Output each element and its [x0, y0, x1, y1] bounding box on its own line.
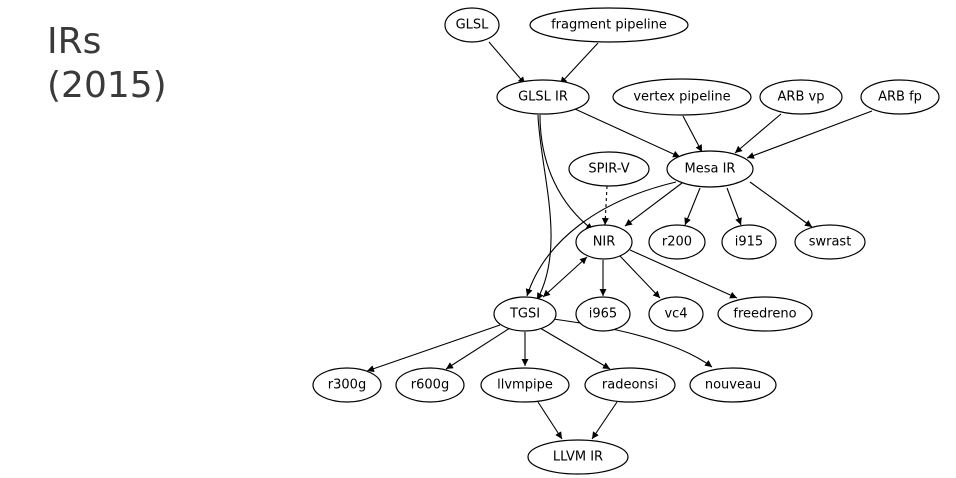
node-arb-vp: ARB vp: [759, 79, 843, 115]
node-i915: i915: [721, 224, 777, 260]
edge-arb-vp-to-mesa-ir: [734, 113, 782, 154]
edge-tgsi-to-r600g: [445, 327, 511, 370]
edge-vertex-pipeline-to-mesa-ir: [682, 115, 703, 153]
node-vertex-pipeline-label: vertex pipeline: [633, 90, 730, 105]
node-arb-vp-label: ARB vp: [778, 90, 825, 105]
node-glsl-label: GLSL: [456, 18, 490, 33]
node-llvmpipe: llvmpipe: [480, 367, 570, 403]
node-nir-label: NIR: [593, 235, 616, 250]
edge-mesa-ir-to-swrast: [749, 181, 813, 228]
slide-title: IRs (2015): [47, 20, 167, 108]
node-r600g: r600g: [395, 367, 465, 403]
edge-glsl-ir-to-mesa-ir: [574, 108, 681, 158]
node-r600g-label: r600g: [411, 378, 449, 393]
node-swrast-label: swrast: [809, 235, 852, 250]
edge-mesa-ir-to-r200: [684, 187, 701, 226]
node-i915-label: i915: [735, 235, 763, 250]
node-fragment-pipeline: fragment pipeline: [529, 7, 689, 43]
node-nouveau-label: nouveau: [705, 378, 761, 393]
edge-spirv-to-nir: [601, 185, 609, 226]
node-r300g-label: r300g: [328, 378, 366, 393]
node-r200-label: r200: [662, 235, 692, 250]
edge-mesa-ir-to-tgsi: [525, 181, 677, 297]
node-glsl: GLSL: [444, 7, 500, 43]
node-fragment-pipeline-label: fragment pipeline: [551, 18, 667, 33]
edge-tgsi-to-radeonsi: [539, 327, 611, 370]
node-radeonsi-label: radeonsi: [602, 378, 658, 393]
edge-glsl-ir-to-nir: [539, 114, 594, 231]
node-r300g: r300g: [312, 367, 382, 403]
edge-llvmpipe-to-llvm-ir: [537, 401, 563, 440]
node-glsl-ir: GLSL IR: [496, 79, 590, 115]
edge-fragment-pipeline-to-glsl-ir: [559, 42, 599, 85]
node-llvm-ir: LLVM IR: [527, 439, 629, 475]
node-i965: i965: [575, 296, 631, 332]
node-mesa-ir-label: Mesa IR: [685, 162, 736, 177]
edge-tgsi-nir-bidirectional: [542, 256, 588, 298]
node-r200: r200: [648, 224, 706, 260]
node-spirv: SPIR-V: [568, 151, 650, 187]
node-llvmpipe-label: llvmpipe: [497, 378, 553, 393]
node-arb-fp-label: ARB fp: [878, 90, 922, 105]
node-vc4-label: vc4: [664, 307, 687, 322]
slide-title-line-1: IRs: [47, 21, 102, 62]
edge-nir-to-vc4: [619, 255, 661, 299]
edge-glsl-to-glsl-ir: [488, 41, 526, 85]
edge-mesa-ir-to-i915: [726, 187, 742, 226]
node-mesa-ir: Mesa IR: [666, 150, 754, 188]
node-i965-label: i965: [589, 307, 617, 322]
node-llvm-ir-label: LLVM IR: [553, 450, 603, 465]
node-radeonsi: radeonsi: [584, 367, 676, 403]
edges: [366, 41, 873, 440]
nodes: GLSL fragment pipeline GLSL IR vertex pi…: [312, 7, 940, 475]
edge-arb-fp-to-mesa-ir: [746, 110, 873, 159]
node-spirv-label: SPIR-V: [588, 162, 629, 177]
node-vc4: vc4: [648, 296, 704, 332]
node-nouveau: nouveau: [689, 367, 777, 403]
slide-title-line-2: (2015): [47, 65, 167, 106]
node-nir: NIR: [575, 224, 633, 260]
edge-glsl-ir-to-tgsi: [536, 114, 552, 301]
node-swrast: swrast: [794, 224, 866, 260]
node-freedreno-label: freedreno: [733, 307, 796, 322]
edge-mesa-ir-to-nir: [624, 182, 683, 227]
edge-tgsi-to-r300g: [366, 324, 501, 373]
node-freedreno: freedreno: [717, 296, 813, 332]
edge-nir-to-freedreno: [629, 249, 738, 299]
edge-radeonsi-to-llvm-ir: [591, 401, 618, 440]
node-glsl-ir-label: GLSL IR: [518, 90, 568, 105]
node-vertex-pipeline: vertex pipeline: [612, 78, 752, 116]
edge-tgsi-to-nouveau: [552, 318, 713, 368]
node-tgsi-label: TGSI: [509, 307, 540, 322]
node-arb-fp: ARB fp: [860, 79, 940, 115]
node-tgsi: TGSI: [493, 296, 557, 332]
